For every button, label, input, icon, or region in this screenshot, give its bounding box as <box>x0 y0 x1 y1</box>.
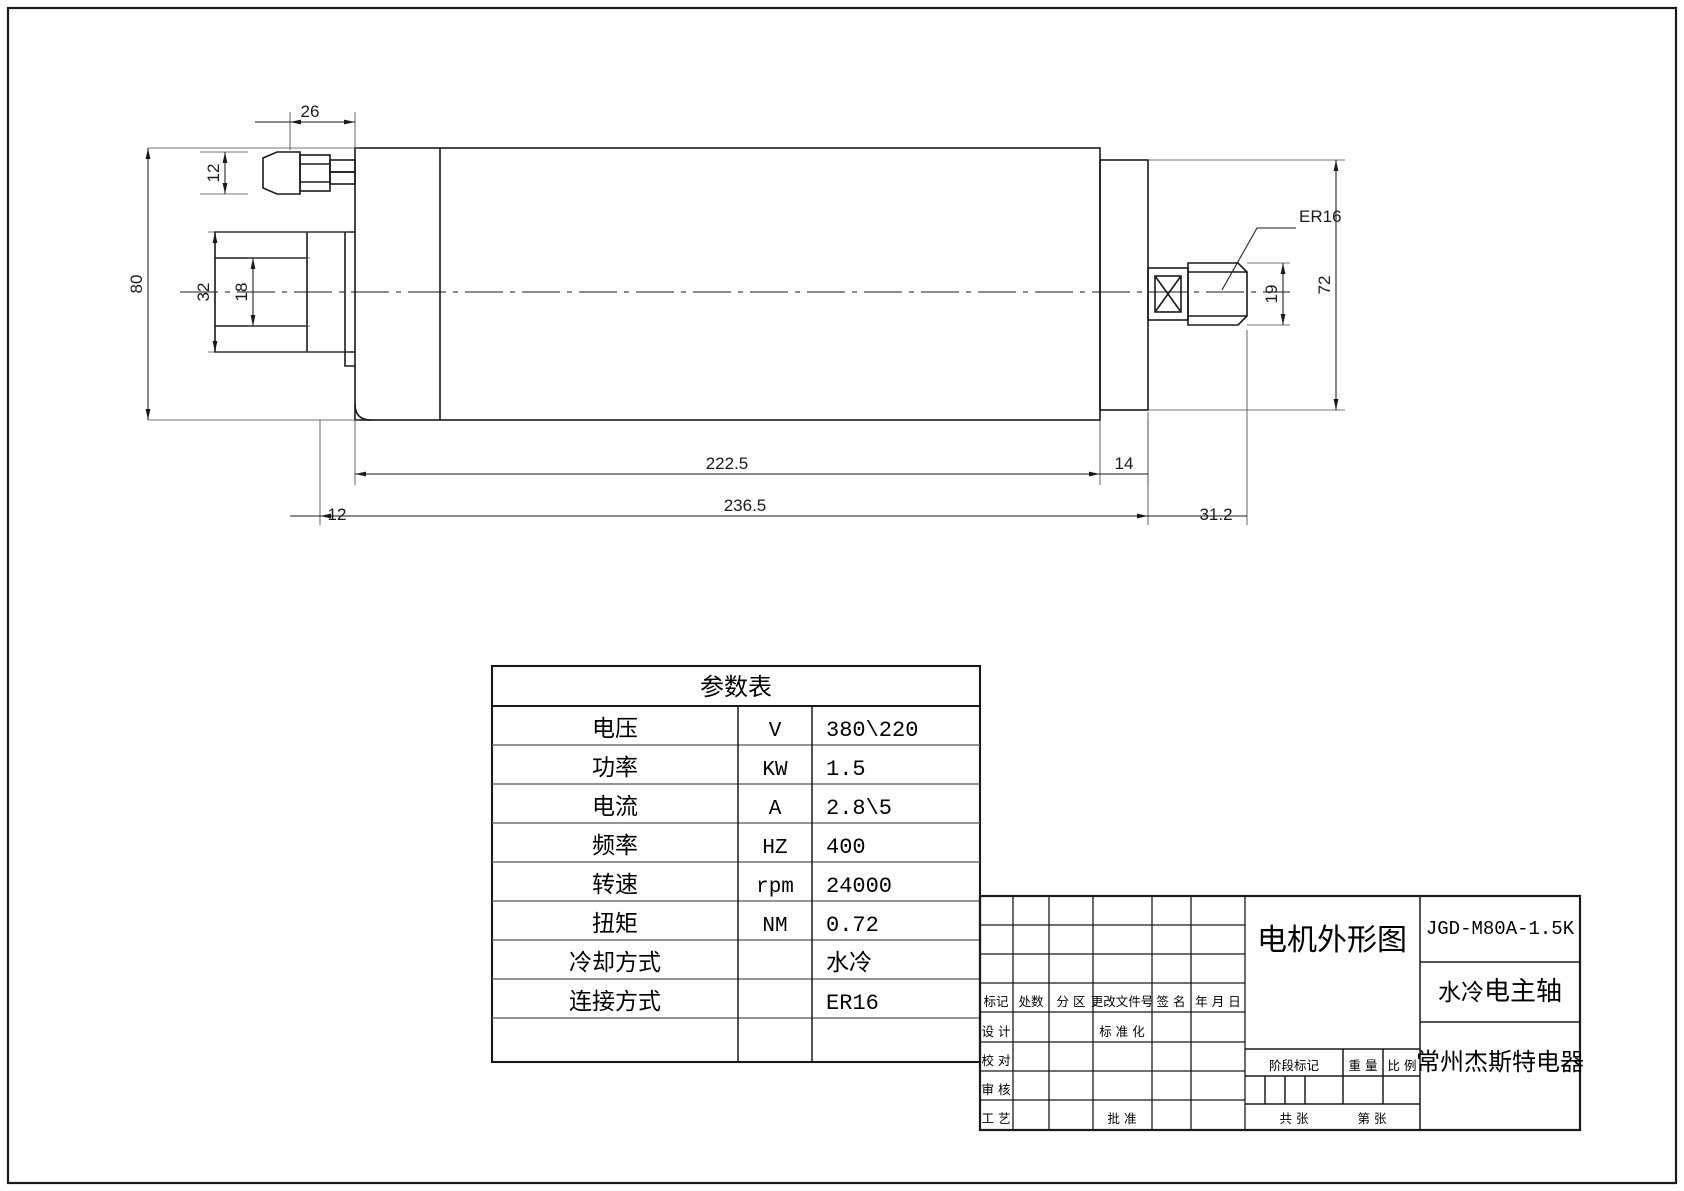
param-value-5: 0.72 <box>826 913 879 938</box>
param-name-7: 连接方式 <box>569 989 661 1015</box>
param-value-3: 400 <box>826 835 866 860</box>
param-unit-4: rpm <box>756 876 794 899</box>
dimension-labels: 26 12 80 32 18 72 19 222.5 14 12 236.5 3… <box>127 102 1342 524</box>
param-name-6: 冷却方式 <box>569 950 661 976</box>
param-value-7: ER16 <box>826 991 879 1016</box>
dim-80: 80 <box>127 275 146 294</box>
dim-236-5: 236.5 <box>724 496 767 515</box>
callout-er16: ER16 <box>1299 207 1342 226</box>
param-name-4: 转速 <box>592 872 638 898</box>
param-value-6: 水冷 <box>826 950 872 976</box>
param-name-5: 扭矩 <box>592 911 638 937</box>
er16-leader <box>1221 227 1296 291</box>
spindle-outline <box>354 147 1149 421</box>
approval-row-0: 设 计 <box>982 1024 1011 1039</box>
dimension-lines <box>145 119 1339 519</box>
rev-header-2: 分 区 <box>1057 994 1086 1009</box>
standardize-label: 标 准 化 <box>1099 1024 1145 1039</box>
sheet-total-label: 共 张 <box>1280 1111 1309 1126</box>
rev-header-5: 年 月 日 <box>1195 994 1240 1009</box>
param-unit-0: V <box>769 720 782 743</box>
product-name-main: 电主轴 <box>1484 977 1562 1007</box>
param-table-header: 参数表 <box>700 673 772 701</box>
approval-row-1: 校 对 <box>982 1053 1011 1068</box>
dim-12-left: 12 <box>328 505 347 524</box>
param-unit-3: HZ <box>762 837 787 860</box>
front-shaft-assembly <box>1147 262 1248 326</box>
dim-222-5: 222.5 <box>706 454 749 473</box>
approval-grid <box>980 1012 1245 1130</box>
rev-header-0: 标记 <box>983 994 1009 1009</box>
sheet-border <box>6 6 1678 1185</box>
part-number: JGD-M80A-1.5K <box>1426 918 1575 940</box>
rev-header-1: 处数 <box>1018 994 1044 1009</box>
dim-72: 72 <box>1315 276 1334 295</box>
param-name-0: 电压 <box>592 716 638 742</box>
param-name-2: 电流 <box>592 794 638 820</box>
dim-32: 32 <box>194 283 213 302</box>
param-unit-5: NM <box>762 915 787 938</box>
dim-14: 14 <box>1115 454 1134 473</box>
product-name-prefix: 水冷 <box>1438 980 1484 1006</box>
param-name-1: 功率 <box>592 755 638 781</box>
dim-19: 19 <box>1262 285 1281 304</box>
param-value-2: 2.8\5 <box>826 796 892 821</box>
extension-lines <box>148 112 1345 525</box>
dim-18: 18 <box>232 283 251 302</box>
company-name: 常州杰斯特电器 <box>1416 1048 1584 1076</box>
sheet-index-label: 第 张 <box>1358 1111 1387 1126</box>
dim-31-2: 31.2 <box>1199 505 1232 524</box>
drawing-title: 电机外形图 <box>1257 923 1407 958</box>
title-cell-grid <box>1245 896 1421 1130</box>
dim-12-top: 12 <box>204 164 223 183</box>
weight-label: 重 量 <box>1349 1058 1378 1073</box>
dim-26: 26 <box>301 102 320 121</box>
approval-row-3: 工 艺 <box>982 1111 1011 1126</box>
right-column-grid <box>1420 961 1580 1023</box>
param-unit-2: A <box>769 798 782 821</box>
rear-cable-gland <box>262 151 356 195</box>
approval-row-2: 审 核 <box>982 1082 1011 1097</box>
parameter-table: 参数表 电压 V 380\220 功率 KW 1.5 电流 A 2.8\5 频率… <box>490 664 982 1064</box>
param-name-3: 频率 <box>592 833 638 859</box>
param-value-1: 1.5 <box>826 757 866 782</box>
param-value-4: 24000 <box>826 874 892 899</box>
param-value-0: 380\220 <box>826 718 918 743</box>
rev-header-3: 更改文件号 <box>1091 994 1154 1009</box>
param-unit-1: KW <box>762 759 788 782</box>
stage-mark-label: 阶段标记 <box>1269 1058 1320 1073</box>
approve-label: 批 准 <box>1108 1111 1137 1126</box>
rev-header-4: 签 名 <box>1157 994 1186 1009</box>
title-block: 标记 处数 分 区 更改文件号 签 名 年 月 日 设 计 校 对 审 核 工 … <box>978 894 1584 1132</box>
scale-label: 比 例 <box>1388 1058 1417 1073</box>
product-name: 水冷电主轴 <box>1438 977 1562 1007</box>
revision-grid <box>980 896 1246 1130</box>
